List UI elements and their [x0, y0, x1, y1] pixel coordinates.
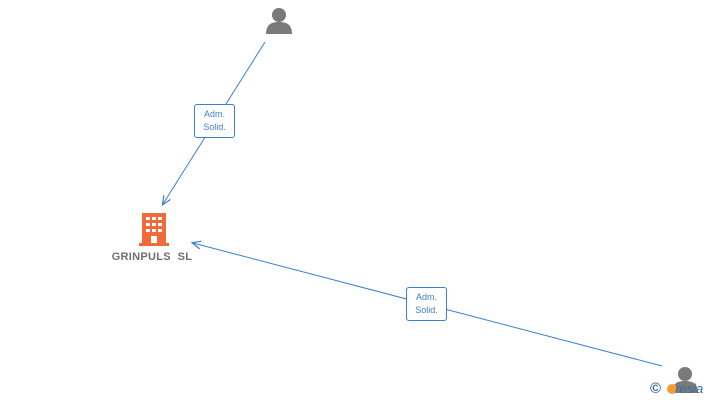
copyright-symbol: ©	[650, 380, 662, 397]
edge-label-line: Adm.	[203, 109, 225, 119]
person-icon[interactable]	[264, 5, 294, 35]
watermark: © resia	[650, 380, 703, 398]
company-name[interactable]: GRINPULS SL	[111, 251, 193, 263]
building-icon[interactable]	[139, 212, 169, 246]
person-icon[interactable]	[670, 364, 700, 394]
edge-label-line: Solid.	[415, 305, 438, 315]
edge-label-line: Solid.	[203, 122, 226, 132]
watermark-text: resia	[675, 381, 704, 396]
edge-label: Adm. Solid.	[194, 104, 235, 138]
edge-label: Adm. Solid.	[406, 287, 447, 321]
edge-label-line: Adm.	[415, 292, 437, 302]
logo-dot-icon	[667, 384, 678, 394]
